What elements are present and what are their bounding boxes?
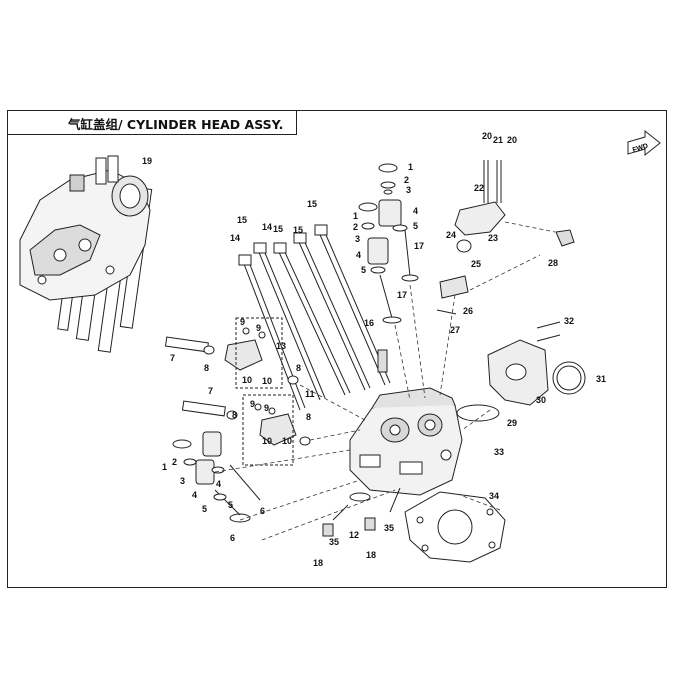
callout-10: 10	[262, 376, 272, 386]
callout-4: 4	[356, 250, 361, 260]
callout-26: 26	[463, 306, 473, 316]
callout-13: 13	[276, 341, 286, 351]
callout-20: 20	[507, 135, 517, 145]
callout-5: 5	[413, 221, 418, 231]
callout-4: 4	[192, 490, 197, 500]
callout-32: 32	[564, 316, 574, 326]
dashed-assembly-lines	[214, 221, 556, 541]
cylinder-head-exploded	[349, 387, 463, 496]
callout-14: 14	[230, 233, 240, 243]
callout-33: 33	[494, 447, 504, 457]
callout-19: 19	[142, 156, 152, 166]
callout-25: 25	[471, 259, 481, 269]
cylinder-head-assembled-view	[19, 155, 153, 353]
callout-29: 29	[507, 418, 517, 428]
callout-28: 28	[548, 258, 558, 268]
callout-8: 8	[232, 410, 237, 420]
callout-1: 1	[162, 462, 167, 472]
callout-27: 27	[450, 325, 460, 335]
callout-31: 31	[596, 374, 606, 384]
callout-18: 18	[313, 558, 323, 568]
small-fasteners	[322, 349, 401, 537]
callout-3: 3	[355, 234, 360, 244]
callout-2: 2	[172, 457, 177, 467]
callout-35: 35	[329, 537, 339, 547]
callout-22: 22	[474, 183, 484, 193]
diagram-title: 气缸盖组/ CYLINDER HEAD ASSY.	[68, 117, 284, 132]
callout-8: 8	[306, 412, 311, 422]
callout-5: 5	[361, 265, 366, 275]
callout-15: 15	[273, 224, 283, 234]
callout-2: 2	[353, 222, 358, 232]
callout-10: 10	[262, 436, 272, 446]
callout-20: 20	[482, 131, 492, 141]
callout-10: 10	[282, 436, 292, 446]
callout-15: 15	[293, 225, 303, 235]
valve-assembly-intake	[358, 163, 419, 324]
callout-4: 4	[216, 479, 221, 489]
callout-35: 35	[384, 523, 394, 533]
callout-16: 16	[364, 318, 374, 328]
callout-3: 3	[180, 476, 185, 486]
callout-15: 15	[237, 215, 247, 225]
callout-4: 4	[413, 206, 418, 216]
callout-9: 9	[264, 403, 269, 413]
rocker-arm-assembly	[164, 317, 311, 466]
fwd-arrow-icon: FWD	[627, 129, 661, 157]
callout-8: 8	[296, 363, 301, 373]
title-box: 气缸盖组/ CYLINDER HEAD ASSY.	[7, 110, 297, 135]
callout-17: 17	[414, 241, 424, 251]
callout-6: 6	[230, 533, 235, 543]
callout-11: 11	[305, 389, 315, 399]
callout-5: 5	[228, 500, 233, 510]
callout-18: 18	[366, 550, 376, 560]
callout-10: 10	[242, 375, 252, 385]
fwd-label: FWD	[632, 143, 649, 155]
callout-9: 9	[256, 323, 261, 333]
callout-9: 9	[250, 399, 255, 409]
callout-15: 15	[307, 199, 317, 209]
callout-34: 34	[489, 491, 499, 501]
valve-assembly-exhaust	[172, 431, 261, 523]
callout-23: 23	[488, 233, 498, 243]
callout-8: 8	[204, 363, 209, 373]
head-gasket	[404, 491, 506, 563]
callout-14: 14	[262, 222, 272, 232]
diagram-frame	[7, 110, 667, 588]
callout-21: 21	[493, 135, 503, 145]
callout-30: 30	[536, 395, 546, 405]
callout-5: 5	[202, 504, 207, 514]
callout-2: 2	[404, 175, 409, 185]
callout-9: 9	[240, 317, 245, 327]
callout-24: 24	[446, 230, 456, 240]
callout-1: 1	[353, 211, 358, 221]
callout-12: 12	[349, 530, 359, 540]
thermostat-housing	[436, 160, 586, 422]
callout-7: 7	[208, 386, 213, 396]
callout-6: 6	[260, 506, 265, 516]
callout-7: 7	[170, 353, 175, 363]
callout-3: 3	[406, 185, 411, 195]
callout-17: 17	[397, 290, 407, 300]
callout-1: 1	[408, 162, 413, 172]
